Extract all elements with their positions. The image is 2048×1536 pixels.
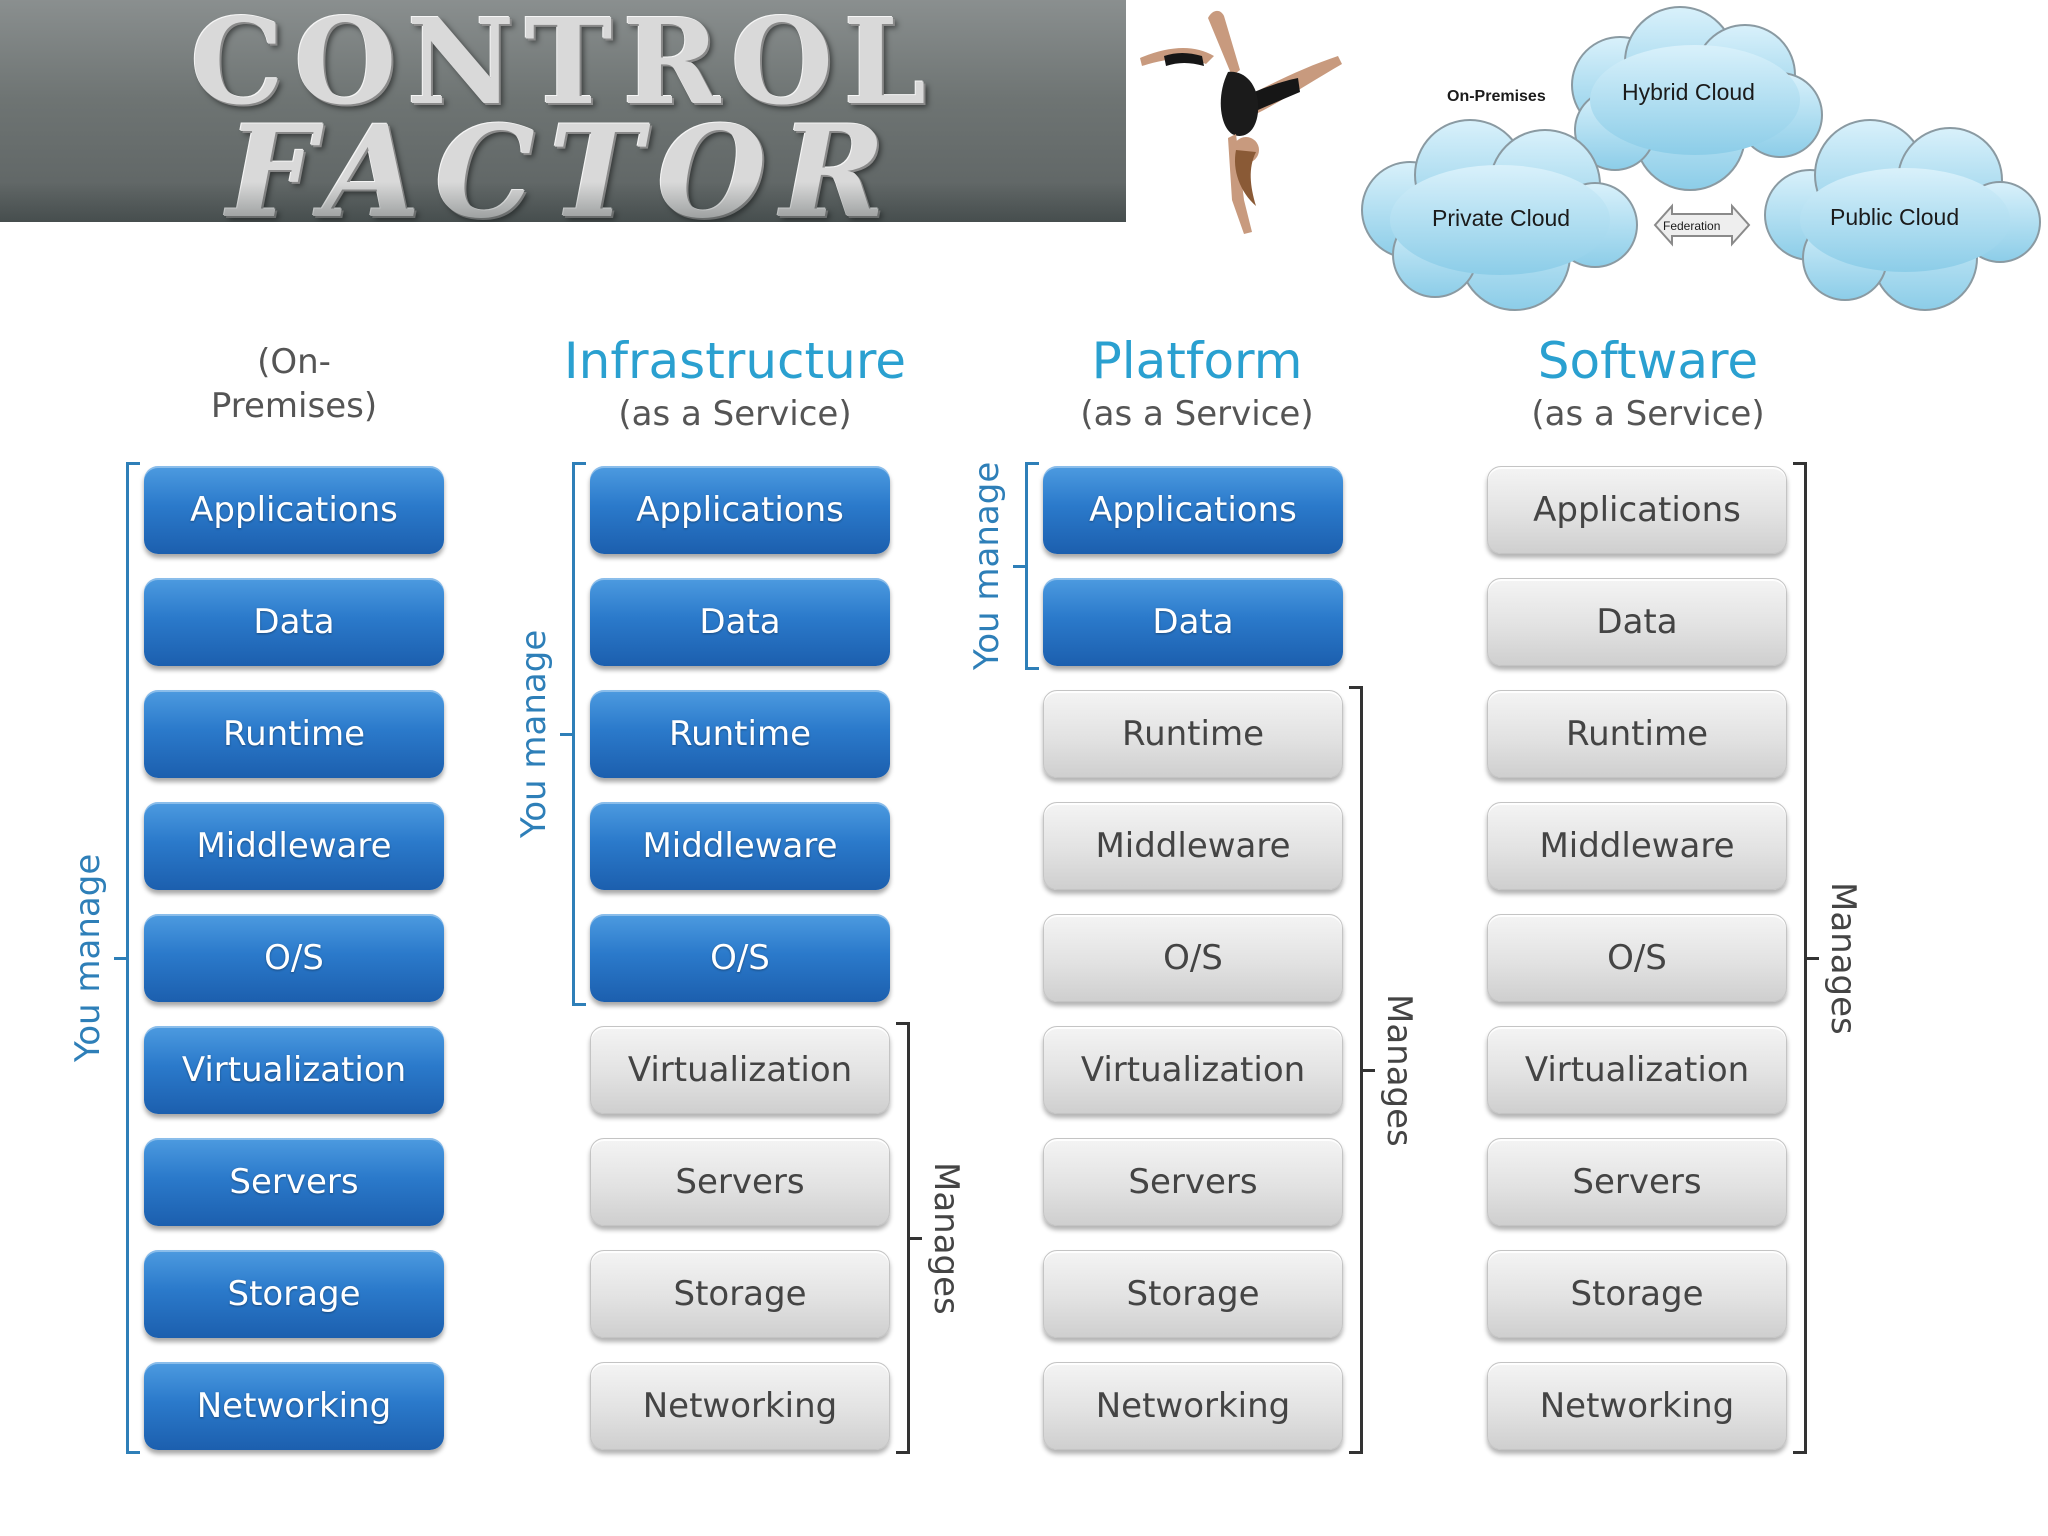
tile-middleware: Middleware (590, 802, 890, 890)
federation-arrow (1653, 203, 1751, 247)
tile-networking: Networking (590, 1362, 890, 1450)
heading-on-premises: (On-Premises) (114, 340, 474, 428)
manages-tick (908, 1237, 922, 1240)
tile-data: Data (1487, 578, 1787, 666)
tile-os: O/S (144, 914, 444, 1002)
tile-virtualization: Virtualization (1043, 1026, 1343, 1114)
you-manage-label: You manage (68, 853, 108, 1062)
manages-tick (1805, 957, 1819, 960)
tile-data: Data (144, 578, 444, 666)
tile-virtualization: Virtualization (590, 1026, 890, 1114)
tile-os: O/S (1043, 914, 1343, 1002)
cloud-diagram: On-Premises Hybrid Cloud Private Cloud P… (1361, 6, 2041, 311)
tile-middleware: Middleware (1043, 802, 1343, 890)
public-cloud-label: Public Cloud (1830, 204, 1959, 230)
tile-data: Data (1043, 578, 1343, 666)
tile-storage: Storage (144, 1250, 444, 1338)
heading-saas-title: Software (1537, 332, 1759, 390)
private-cloud-label: Private Cloud (1432, 205, 1570, 231)
tile-applications: Applications (1043, 466, 1343, 554)
tile-storage: Storage (590, 1250, 890, 1338)
manages-label: Manages (926, 1161, 966, 1315)
tile-networking: Networking (1043, 1362, 1343, 1450)
private-cloud-shape (1361, 119, 1638, 311)
you-manage-tick (560, 733, 574, 736)
tile-virtualization: Virtualization (1487, 1026, 1787, 1114)
tile-middleware: Middleware (1487, 802, 1787, 890)
you-manage-label: You manage (514, 629, 554, 838)
manages-label: Manages (1379, 993, 1419, 1147)
tile-applications: Applications (144, 466, 444, 554)
tile-virtualization: Virtualization (144, 1026, 444, 1114)
you-manage-tick (114, 957, 128, 960)
heading-iaas: Infrastructure (as a Service) (555, 330, 915, 436)
tile-applications: Applications (1487, 466, 1787, 554)
tile-os: O/S (1487, 914, 1787, 1002)
heading-saas-subtitle: (as a Service) (1531, 394, 1765, 434)
banner-title-line2: FACTOR (226, 98, 900, 222)
tile-middleware: Middleware (144, 802, 444, 890)
banner-image: CONTROL FACTOR (0, 0, 1126, 222)
tile-runtime: Runtime (1487, 690, 1787, 778)
tile-networking: Networking (1487, 1362, 1787, 1450)
dancer-image (1140, 10, 1342, 234)
tile-os: O/S (590, 914, 890, 1002)
tile-servers: Servers (144, 1138, 444, 1226)
heading-saas: Software (as a Service) (1468, 330, 1828, 436)
heading-paas-title: Platform (1091, 332, 1303, 390)
tile-servers: Servers (1487, 1138, 1787, 1226)
tile-runtime: Runtime (590, 690, 890, 778)
heading-iaas-title: Infrastructure (563, 332, 907, 390)
tile-data: Data (590, 578, 890, 666)
heading-on-premises-text: (On-Premises) (210, 342, 378, 426)
you-manage-bracket (572, 462, 586, 1006)
banner-title-line1: CONTROL (189, 0, 937, 131)
public-cloud-shape (1764, 119, 2041, 311)
you-manage-bracket (126, 462, 140, 1454)
tile-networking: Networking (144, 1362, 444, 1450)
tile-storage: Storage (1487, 1250, 1787, 1338)
hybrid-cloud-label: Hybrid Cloud (1622, 79, 1755, 105)
heading-paas-subtitle: (as a Service) (1080, 394, 1314, 434)
tile-applications: Applications (590, 466, 890, 554)
tile-storage: Storage (1043, 1250, 1343, 1338)
manages-label: Manages (1823, 881, 1863, 1035)
you-manage-tick (1013, 565, 1027, 568)
on-premises-label: On-Premises (1447, 88, 1546, 105)
you-manage-bracket (1025, 462, 1039, 670)
tile-runtime: Runtime (1043, 690, 1343, 778)
heading-paas: Platform (as a Service) (1017, 330, 1377, 436)
hybrid-cloud-shape (1571, 6, 1823, 191)
tile-servers: Servers (1043, 1138, 1343, 1226)
federation-label: Federation (1663, 219, 1720, 233)
tile-runtime: Runtime (144, 690, 444, 778)
tile-servers: Servers (590, 1138, 890, 1226)
you-manage-label: You manage (967, 461, 1007, 670)
heading-iaas-subtitle: (as a Service) (618, 394, 852, 434)
manages-tick (1361, 1069, 1375, 1072)
